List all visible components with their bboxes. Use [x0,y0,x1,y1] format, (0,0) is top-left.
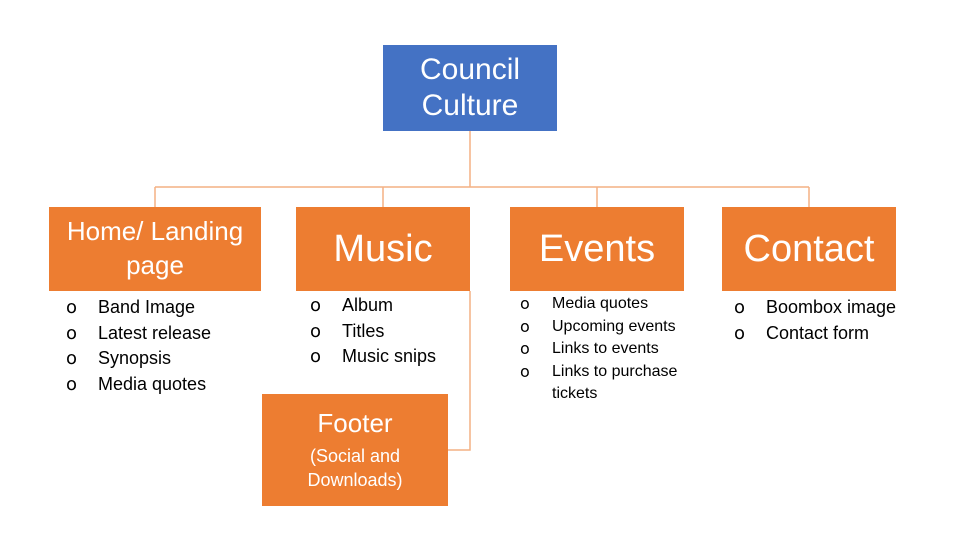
music-bullet-list: Album Titles Music snips [310,293,436,370]
home-label: Home/ Landing page [66,216,244,280]
events-node: Events [510,207,684,291]
list-item: Album [310,293,436,319]
list-item: Synopsis [66,346,211,372]
list-item: Media quotes [520,293,690,316]
list-item: Boombox image [734,295,904,321]
footer-connector-line [448,291,471,451]
footer-sublabel: (Social and Downloads) [307,446,403,490]
list-item: Links to events [520,338,690,361]
list-item: Contact form [734,321,904,347]
root-label: Council Culture [419,53,521,122]
contact-bullet-list: Boombox image Contact form [734,295,904,346]
home-bullet-list: Band Image Latest release Synopsis Media… [66,295,211,397]
music-label: Music [333,227,433,270]
list-item: Media quotes [66,372,211,398]
contact-node: Contact [722,207,896,291]
list-item: Music snips [310,344,436,370]
music-node: Music [296,207,470,291]
root-node: Council Culture [383,45,557,131]
list-item: Latest release [66,321,211,347]
footer-label: Footer [317,408,393,439]
footer-node: Footer (Social and Downloads) [262,394,448,506]
list-item: Upcoming events [520,316,690,339]
list-item: Links to purchase tickets [520,361,690,406]
contact-label: Contact [743,227,875,270]
list-item: Titles [310,319,436,345]
list-item: Band Image [66,295,211,321]
events-bullet-list: Media quotes Upcoming events Links to ev… [520,293,690,406]
home-node: Home/ Landing page [49,207,261,291]
events-label: Events [538,227,656,270]
